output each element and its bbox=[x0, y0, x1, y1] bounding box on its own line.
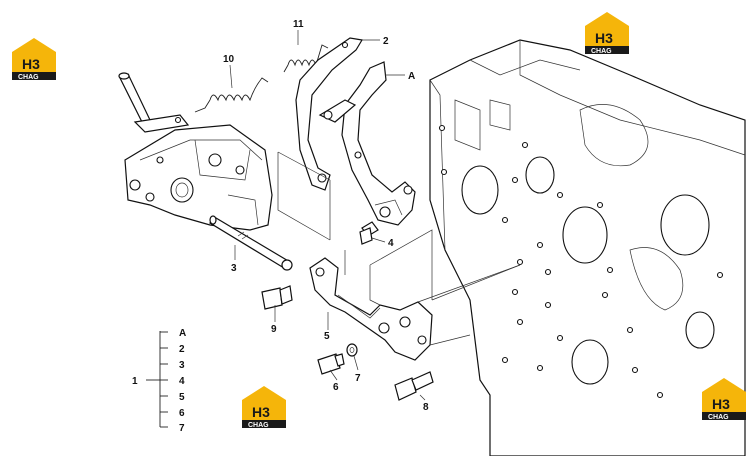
legend-item-A: A bbox=[179, 328, 186, 339]
washer-7 bbox=[346, 343, 358, 357]
bolt-9 bbox=[261, 285, 293, 310]
callout-6: 6 bbox=[333, 382, 339, 393]
bolt-4 bbox=[359, 221, 379, 245]
logo-top-left: H3 CHAG bbox=[12, 38, 56, 81]
logo-mark: H3 bbox=[22, 56, 40, 72]
callout-10: 10 bbox=[223, 54, 235, 65]
spring-11 bbox=[283, 44, 329, 73]
guide-lines bbox=[277, 151, 521, 346]
callout-8: 8 bbox=[423, 402, 429, 413]
callout-9: 9 bbox=[271, 324, 277, 335]
bolt-8 bbox=[394, 371, 434, 401]
leader-lines bbox=[229, 30, 426, 401]
legend-item-6: 6 bbox=[179, 408, 185, 419]
logo-brand: CHAG bbox=[248, 422, 269, 429]
shut-off-pin bbox=[118, 72, 190, 133]
logo-house-icon bbox=[12, 38, 56, 72]
logo-mark: H3 bbox=[712, 396, 730, 412]
legend-item-5: 5 bbox=[179, 392, 185, 403]
callout-3: 3 bbox=[231, 263, 237, 274]
logo-house-icon bbox=[585, 12, 629, 46]
logo-bottom-right: H3 CHAG bbox=[702, 378, 746, 421]
parts-legend: 1 A 2 3 4 5 6 7 bbox=[132, 328, 186, 434]
logo-brand: CHAG bbox=[18, 74, 39, 81]
legend-item-4: 4 bbox=[179, 376, 185, 387]
callout-2: 2 bbox=[383, 36, 389, 47]
callout-5: 5 bbox=[324, 331, 330, 342]
logo-bottom-center: H3 CHAG bbox=[242, 386, 286, 429]
logo-brand: CHAG bbox=[591, 48, 612, 55]
spring-10 bbox=[194, 77, 269, 113]
callouts: 11 10 2 A 4 3 9 5 6 7 8 bbox=[223, 19, 429, 413]
callout-4: 4 bbox=[388, 238, 394, 249]
lever-2 bbox=[295, 37, 363, 191]
lever-assembly-A bbox=[318, 61, 416, 226]
logo-house-icon bbox=[242, 386, 286, 420]
legend-item-3: 3 bbox=[179, 360, 185, 371]
shaft-3 bbox=[208, 215, 293, 271]
legend-root: 1 bbox=[132, 376, 138, 387]
logo-house-icon bbox=[702, 378, 746, 412]
pump-housing bbox=[124, 124, 273, 231]
engine-bolt-holes bbox=[438, 124, 724, 399]
legend-item-2: 2 bbox=[179, 344, 185, 355]
bracket-5 bbox=[309, 257, 433, 361]
engine-block bbox=[429, 39, 746, 456]
callout-7: 7 bbox=[355, 373, 361, 384]
logo-top-right: H3 CHAG bbox=[585, 12, 629, 55]
callout-A: A bbox=[408, 71, 415, 82]
legend-item-7: 7 bbox=[179, 423, 185, 434]
logo-mark: H3 bbox=[595, 30, 613, 46]
bolt-6 bbox=[317, 353, 345, 375]
logo-brand: CHAG bbox=[708, 414, 729, 421]
callout-11: 11 bbox=[293, 19, 304, 30]
logo-mark: H3 bbox=[252, 404, 270, 420]
